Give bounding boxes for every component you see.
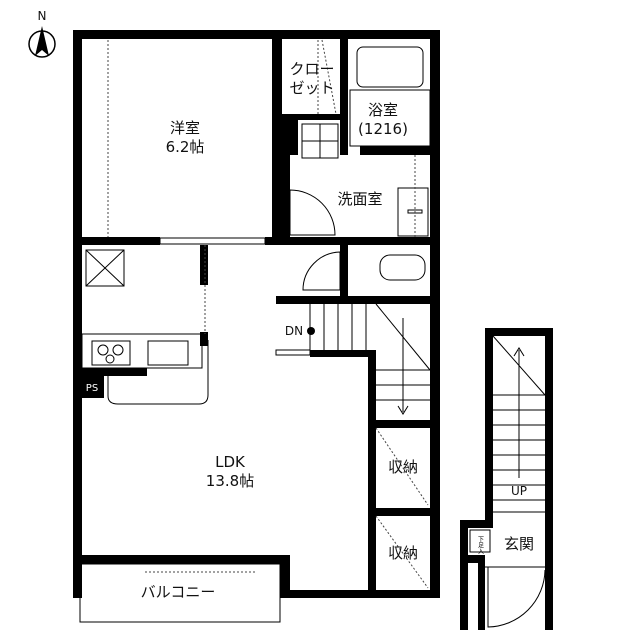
bath-size: (1216) <box>358 120 408 138</box>
western-room-size: 6.2帖 <box>166 138 205 156</box>
north-compass-icon <box>28 26 56 58</box>
closet-label-1: クロー <box>289 60 334 78</box>
ldk-size: 13.8帖 <box>206 472 254 490</box>
storage-1-name: 収納 <box>388 458 418 476</box>
western-room-name: 洋室 <box>170 119 200 137</box>
bath-name: 浴室 <box>368 101 398 119</box>
stove-icon <box>91 340 131 366</box>
entrance-name: 玄関 <box>504 535 534 553</box>
stairs <box>307 303 431 415</box>
up-label: UP <box>511 484 527 498</box>
storage-2-name: 収納 <box>388 544 418 562</box>
down-label: DN <box>285 324 303 338</box>
ps-label-1: PS <box>285 126 296 138</box>
ps-label-2: PS <box>86 383 98 394</box>
washroom-name: 洗面室 <box>337 190 382 208</box>
walls <box>73 30 553 630</box>
north-label: N <box>38 9 47 23</box>
closet-label-2: ゼット <box>289 79 334 97</box>
fixtures <box>79 32 553 628</box>
balcony-name: バルコニー <box>141 583 216 601</box>
ldk-name: LDK <box>215 453 246 471</box>
vent-icon <box>301 123 339 159</box>
entrance-stairs <box>492 335 546 513</box>
shoe-storage-label: 下足入 <box>477 536 484 554</box>
